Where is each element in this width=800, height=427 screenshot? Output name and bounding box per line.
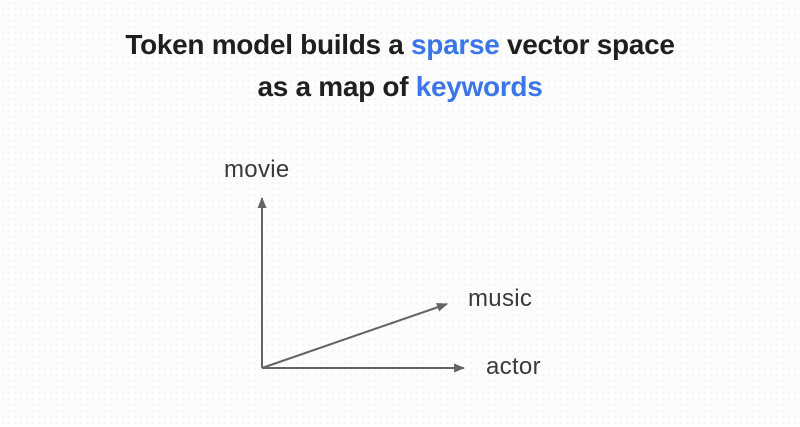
axis-label-music: music [468, 285, 533, 312]
title-line-2: as a map of keywords [0, 66, 800, 108]
title-line2-pre: as a map of [257, 71, 416, 102]
title-line1-highlight-sparse: sparse [411, 29, 500, 60]
title-line1-post: vector space [499, 29, 675, 60]
title-line-1: Token model builds a sparse vector space [0, 24, 800, 66]
title-line2-highlight-keywords: keywords [415, 71, 543, 102]
slide-title: Token model builds a sparse vector space… [0, 24, 800, 108]
music-axis-arrow [261, 303, 448, 369]
axis-label-actor: actor [486, 353, 541, 380]
axis-label-movie: movie [224, 156, 290, 183]
title-line1-pre: Token model builds a [125, 29, 412, 60]
